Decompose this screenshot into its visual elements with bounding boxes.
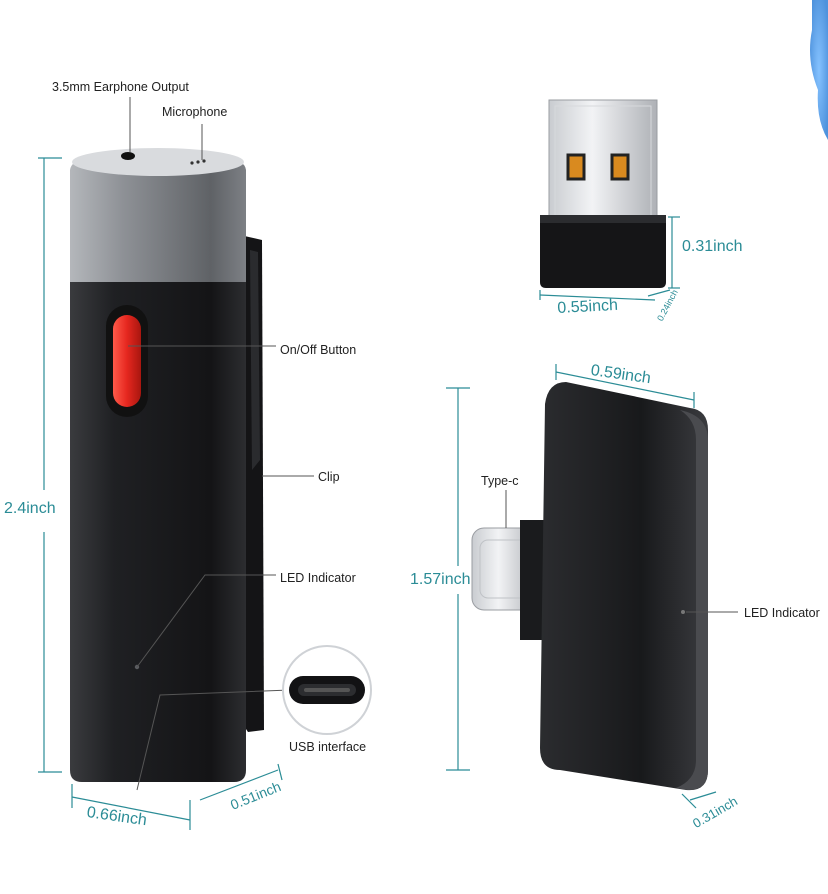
label-led-indicator-receiver: LED Indicator (744, 606, 820, 620)
earphone-jack-hole (121, 152, 135, 160)
label-usb-interface: USB interface (289, 740, 367, 754)
transmitter-body (70, 280, 246, 782)
usb-a-plug (548, 99, 658, 223)
dim-usb-width: 0.55inch (557, 296, 619, 317)
label-earphone-output: 3.5mm Earphone Output (52, 80, 189, 94)
label-clip: Clip (318, 470, 340, 484)
transmitter-device (70, 148, 264, 782)
transmitter-cap (70, 150, 246, 282)
usb-dimension-lines (539, 216, 680, 301)
receiver-body (540, 382, 708, 791)
receiver-dimension-lines (446, 364, 717, 809)
label-microphone: Microphone (162, 105, 228, 119)
blue-corner-decoration (810, 0, 828, 140)
label-onoff-button: On/Off Button (280, 343, 357, 357)
usb-interface-zoom (282, 645, 372, 735)
dim-receiver-height: 1.57inch (410, 571, 471, 588)
dim-usb-height: 0.31inch (682, 238, 743, 255)
label-led-indicator-transmitter: LED Indicator (280, 571, 356, 585)
label-typec: Type-c (481, 474, 519, 488)
usb-adapter-body (540, 215, 666, 288)
transmitter-dimension-lines (38, 157, 283, 830)
receiver-device (471, 382, 708, 791)
receiver-led-dot (681, 610, 685, 614)
dim-transmitter-height: 2.4inch (4, 500, 56, 517)
onoff-button (113, 315, 141, 407)
usb-adapter-device (540, 99, 666, 288)
